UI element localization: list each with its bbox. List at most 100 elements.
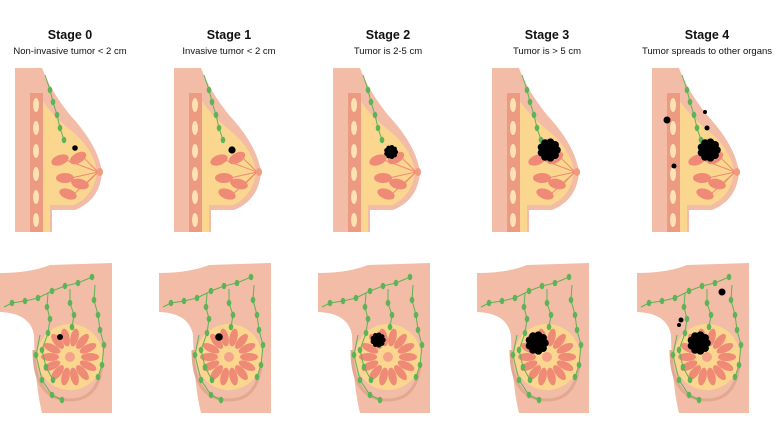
- lymph-node: [89, 273, 95, 281]
- stage-title: Stage 2: [365, 28, 411, 42]
- nipple: [702, 352, 712, 362]
- lymph-node: [415, 326, 421, 334]
- lobule: [399, 353, 417, 361]
- lymph-node: [389, 311, 395, 319]
- stage-0-column: Stage 0 Non-invasive tumor < 2 cm: [0, 0, 150, 429]
- lymph-node: [47, 86, 53, 94]
- lobule: [397, 343, 415, 354]
- lymph-node: [363, 329, 369, 337]
- milk-duct: [401, 157, 417, 173]
- lymph-node: [57, 124, 63, 132]
- tumor-lobe: [697, 148, 706, 157]
- lobule: [536, 188, 554, 200]
- milk-duct: [83, 157, 99, 173]
- lymph-node: [510, 351, 516, 359]
- lymph-node: [380, 282, 386, 290]
- fatty-tissue: [517, 100, 574, 232]
- lymph-node: [202, 363, 208, 371]
- lobule: [693, 173, 711, 183]
- lymph-node: [708, 311, 714, 319]
- lobule: [708, 178, 726, 190]
- lymph-node: [67, 299, 73, 307]
- milk-duct: [720, 157, 736, 173]
- lobule: [389, 178, 407, 190]
- lymph-node: [524, 315, 530, 323]
- lymph-vessel: [546, 289, 552, 328]
- lymph-node: [534, 124, 540, 132]
- lymph-node: [407, 273, 413, 281]
- lymph-node: [234, 279, 240, 287]
- stage-title: Stage 4: [684, 28, 730, 42]
- lymph-node: [368, 98, 374, 106]
- lobule: [553, 333, 566, 349]
- lymph-node: [49, 287, 55, 295]
- lymph-node: [539, 282, 545, 290]
- lymph-node: [50, 376, 56, 384]
- nipple: [256, 168, 262, 176]
- tumor-lobe: [525, 341, 534, 350]
- lymph-node: [572, 311, 578, 319]
- rib: [670, 167, 676, 181]
- rib: [192, 98, 198, 112]
- lymph-node: [522, 329, 528, 337]
- lobule: [716, 360, 734, 371]
- lobule: [548, 178, 566, 190]
- lymph-node: [546, 323, 552, 331]
- lymph-node: [368, 376, 374, 384]
- lymph-node: [682, 329, 688, 337]
- lobule: [230, 178, 248, 190]
- lymph-node: [531, 111, 537, 119]
- rib: [510, 121, 516, 135]
- tumor-lobe: [384, 151, 389, 156]
- lobule: [698, 367, 707, 386]
- front-view-illustration: [0, 263, 112, 413]
- chest-wall: [348, 93, 361, 232]
- lobule: [718, 353, 736, 361]
- lobule: [76, 365, 89, 381]
- rib: [510, 144, 516, 158]
- lobule: [235, 365, 248, 381]
- lobule: [81, 353, 99, 361]
- lymph-node: [59, 396, 65, 404]
- rib: [33, 121, 39, 135]
- lymph-node: [687, 98, 693, 106]
- lymph-node: [527, 98, 533, 106]
- lymph-node: [512, 294, 518, 302]
- lymph-node: [684, 86, 690, 94]
- lobule: [240, 353, 258, 361]
- lymph-node: [574, 326, 580, 334]
- lymph-node: [365, 315, 371, 323]
- lobule: [374, 173, 392, 183]
- lymph-node: [409, 296, 415, 304]
- tumor-lobe: [379, 334, 385, 340]
- lymph-node: [672, 294, 678, 302]
- lobule: [678, 353, 696, 361]
- tumor: [663, 116, 671, 124]
- lobule: [43, 343, 61, 354]
- lobule: [210, 333, 223, 349]
- rib: [33, 190, 39, 204]
- lymph-node: [732, 311, 738, 319]
- lymph-node: [387, 323, 393, 331]
- lymph-node: [71, 311, 77, 319]
- lobule: [377, 188, 395, 200]
- stage-title: Stage 0: [47, 28, 93, 42]
- fatty-tissue: [40, 100, 97, 232]
- lymph-node: [39, 346, 45, 354]
- lymph-vessel: [228, 289, 234, 328]
- lymph-node: [50, 98, 56, 106]
- lymph-node: [681, 303, 687, 311]
- lobule: [61, 328, 70, 347]
- lymph-node: [704, 299, 710, 307]
- lymph-node: [61, 136, 67, 144]
- lymph-node: [375, 124, 381, 132]
- nipple: [383, 352, 393, 362]
- lobule: [388, 328, 397, 347]
- lymph-node: [260, 341, 266, 349]
- lymph-node: [43, 363, 49, 371]
- breast-fold: [350, 349, 422, 402]
- lymph-node: [684, 315, 690, 323]
- fatty-tissue: [677, 100, 734, 232]
- lobule: [79, 360, 97, 371]
- rib: [351, 98, 357, 112]
